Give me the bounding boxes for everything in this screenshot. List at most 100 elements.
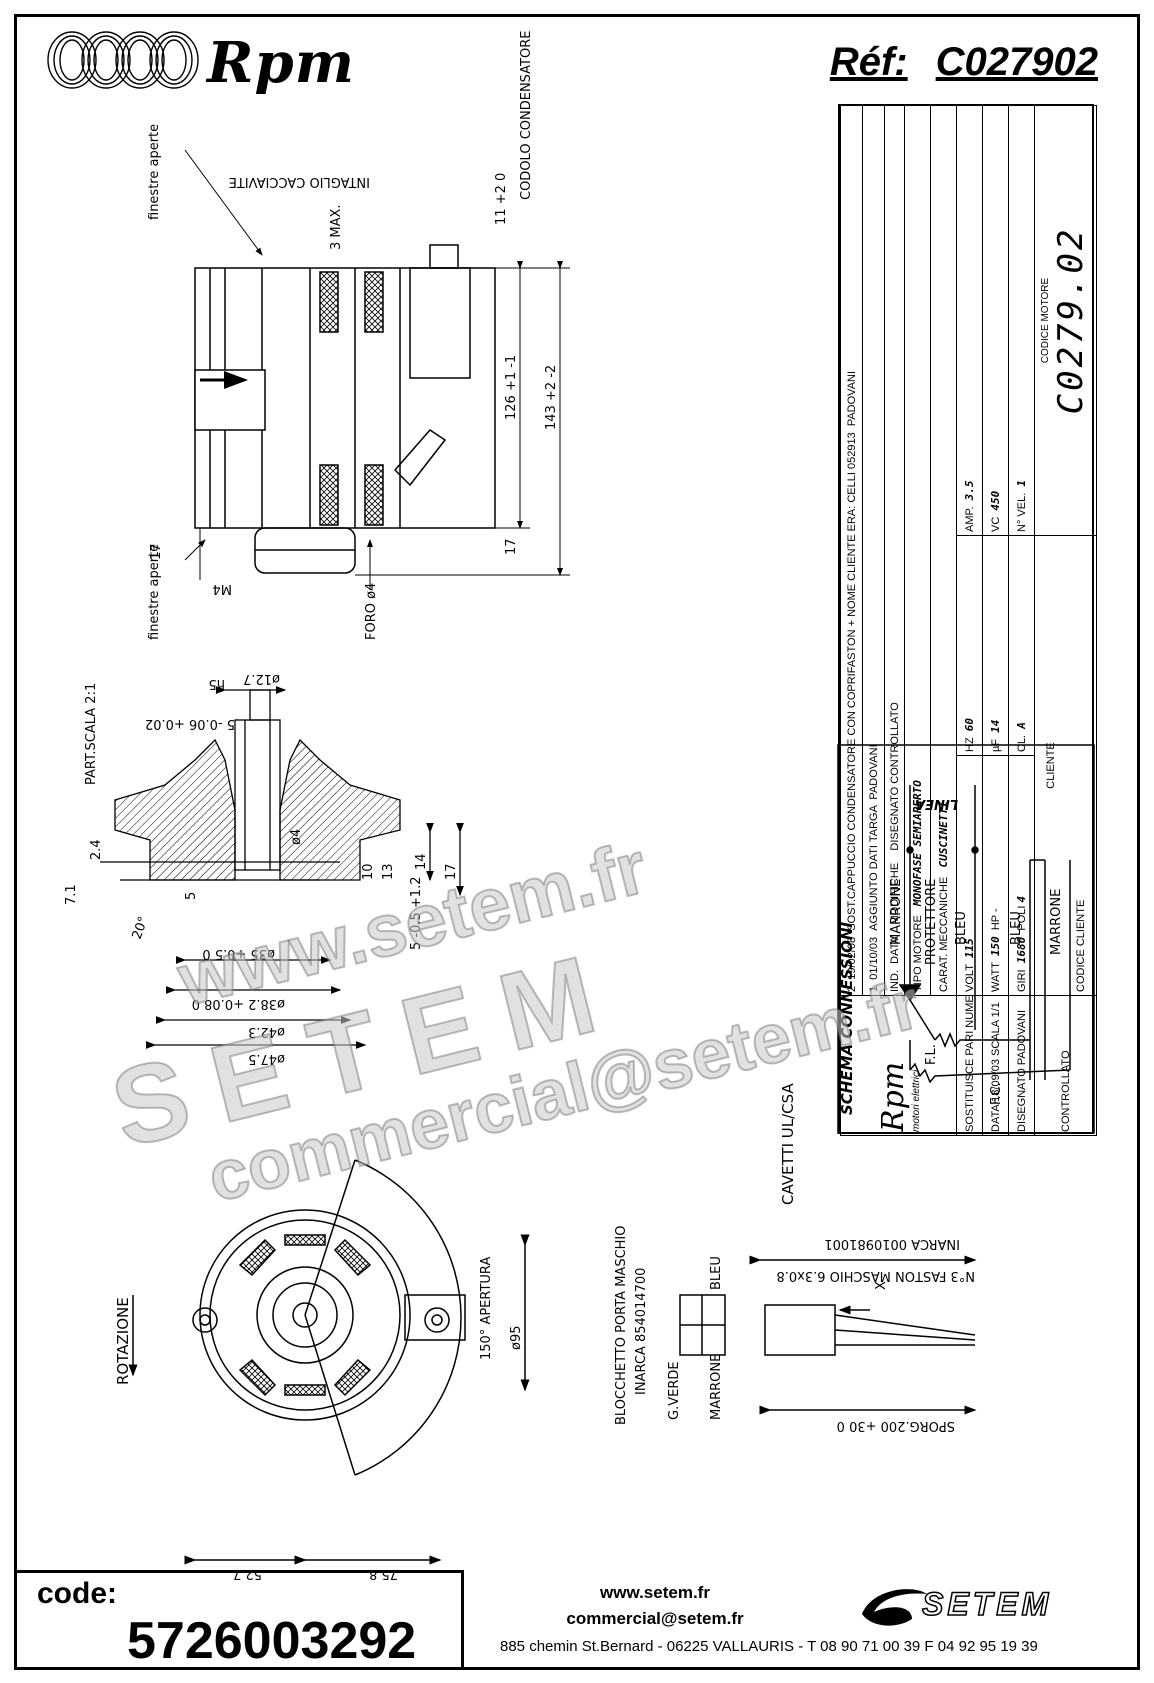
title-block: Rpm motori elettrici 2 19/02/08 SOST.CAP…: [838, 104, 1097, 1136]
h-disegnato: DISEGNATO: [888, 786, 901, 851]
tb-carat: CARAT. MECCANICHE CUSCINETTI: [930, 105, 957, 996]
h-controllato: CONTROLLATO: [888, 702, 901, 784]
scala-label: SCALA: [989, 1020, 1002, 1056]
marrone-conn-label: MARRONE: [709, 1354, 724, 1420]
setem-logo: SETEM: [852, 1584, 1112, 1630]
rev1-dis: PADOVANI: [867, 744, 880, 800]
code-label: code:: [37, 1577, 118, 1610]
d127: ø12.7: [243, 671, 280, 686]
d423: ø42.3: [248, 1024, 285, 1039]
volt-value: 115: [963, 938, 976, 959]
tb-rev1: 1 01/10/03 AGGIUNTO DATI TARGA PADOVANI: [862, 105, 885, 996]
rpm-coil-icon: [47, 31, 199, 89]
dim-17c: 17: [444, 863, 459, 880]
h-modifiche: MODIFICHE: [888, 862, 901, 925]
fl-label: F.L.: [924, 1044, 939, 1065]
cavetti-label: CAVETTI UL/CSA: [779, 1083, 797, 1205]
part-scala: PART.SCALA 2:1: [84, 683, 99, 785]
tb-nvel: N° VEL. 1: [1008, 105, 1035, 536]
codolo-label: CODOLO CONDENSATORE: [519, 31, 534, 200]
codice-motore-label: CODICE MOTORE: [1040, 277, 1051, 364]
tb-rev2: 2 19/02/08 SOST.CAPPUCCIO CONDENSATORE C…: [840, 105, 863, 996]
tb-controllato: CONTROLLATO: [1034, 995, 1097, 1136]
connector-drawing: [679, 1255, 977, 1415]
finestre-aperte-bottom: finestre aperte: [147, 544, 162, 640]
protettore-label: PROTETTORE: [924, 879, 939, 965]
tb-headers: IND. DATA MODIFICHE DISEGNATO CONTROLLAT…: [884, 105, 905, 996]
setem-swoosh-icon: [862, 1589, 927, 1626]
tb-tipo: TIPO MOTORE MONOFASE SEMIAPERTO: [904, 105, 931, 996]
watt-value: 150: [989, 936, 1002, 957]
tb-hz: HZ 60: [956, 535, 983, 756]
tb-date: DATA 18/09/03 SCALA 1/1: [982, 995, 1009, 1136]
vc-label: VC: [990, 516, 1002, 532]
rev1-mod: AGGIUNTO DATI TARGA: [867, 805, 880, 931]
dim-5: 5: [184, 892, 199, 900]
tb-sost: SOSTITUISCE PARI NUMERO DEL -: [956, 995, 983, 1136]
marrone-schema-2: MARRONE: [1049, 889, 1064, 955]
intaglio-label: INTAGLIO CACCIAVITE: [229, 174, 370, 189]
fc-label: F.C.: [989, 1082, 1004, 1105]
carat-label: CARAT. MECCANICHE: [938, 876, 950, 992]
scala-value: 1/1: [989, 1002, 1002, 1018]
hz-value: 60: [963, 717, 976, 732]
foro-label: FORO ø4: [364, 583, 379, 640]
ref-label: Réf:: [829, 40, 908, 84]
side-labels: finestre aperte INTAGLIO CACCIAVITE 3 MA…: [147, 31, 559, 640]
tipo-label: TIPO MOTORE: [912, 915, 924, 992]
tol-5: 5 -0.06 +0.02: [145, 716, 235, 731]
uf-value: 14: [989, 719, 1002, 733]
rpm-logo: Rpm: [44, 28, 384, 98]
part-labels: PART.SCALA 2:1 ø12.7 h5 5 -0.06 +0.02 ø4…: [64, 671, 459, 1066]
x-label: X: [874, 1281, 889, 1290]
d382: ø38.2 +0.08 0: [192, 996, 285, 1011]
hz-label: HZ: [964, 737, 976, 752]
dim-13: 13: [381, 863, 396, 880]
tb-vc: VC 450: [982, 105, 1009, 536]
h-data: DATA: [888, 936, 901, 964]
finestre-aperte-top: finestre aperte: [147, 124, 162, 220]
ref-value: C027902: [935, 40, 1098, 84]
disegnato-value: PADOVANI: [1015, 1009, 1028, 1066]
poli-label: POLI: [1016, 905, 1028, 931]
dim-17b: 17: [504, 538, 519, 555]
amp-label: AMP.: [964, 506, 976, 532]
reference: Réf: C027902: [830, 40, 1098, 85]
deg20: 20°: [130, 915, 152, 942]
date-label: DATA: [989, 1104, 1002, 1132]
email-link[interactable]: commercial@setem.fr: [566, 1609, 744, 1628]
dim-758: 75.8: [369, 1566, 398, 1581]
nvel-label: N° VEL.: [1016, 492, 1028, 532]
cliente-label: CLIENTE: [1044, 742, 1057, 789]
date-value: 18/09/03: [989, 1059, 1002, 1102]
dim-24: 2.4: [89, 839, 104, 860]
cl-label: CL.: [1016, 734, 1028, 752]
tipo-value: MONOFASE SEMIAPERTO: [911, 780, 924, 907]
tb-disegnato: DISEGNATO PADOVANI: [1008, 995, 1035, 1136]
side-dimension-lines: [184, 149, 570, 590]
m4-label: M4: [213, 581, 233, 596]
uf-label: µF: [990, 738, 1002, 752]
hp-value: -: [990, 908, 1002, 912]
setem-logo-text: SETEM: [921, 1585, 1053, 1623]
connector-labels: CAVETTI UL/CSA BLOCCHETTO PORTA MASCHIO …: [614, 1083, 975, 1433]
blocchetto-label: BLOCCHETTO PORTA MASCHIO: [614, 1226, 629, 1426]
website-link[interactable]: www.setem.fr: [600, 1583, 710, 1602]
cl-value: A: [1015, 722, 1028, 729]
bleu-conn-label: BLEU: [709, 1256, 724, 1290]
tb-cl: CL. A: [1008, 535, 1035, 756]
hp-label: HP: [990, 915, 1002, 931]
tb-giri: GIRI 1680 POLI 4: [1008, 755, 1035, 996]
motor-front-view: [128, 1159, 530, 1565]
drawing-frame: [14, 14, 1140, 1670]
linea-label: LINEA: [915, 796, 958, 811]
schematic-labels: SCHEMA CONNESSIONI LINEA MARRONE PROTETT…: [838, 796, 1064, 1115]
dim-10: 10: [361, 863, 376, 880]
codice-motore-value: C0279.02: [1051, 226, 1091, 415]
motor-side-view: [194, 244, 496, 580]
code-box: code: 5726003292: [14, 1570, 464, 1670]
dim-5-05: 5 -0.5 +1.2: [409, 877, 424, 950]
tol-11: 11 +2 0: [494, 173, 509, 225]
